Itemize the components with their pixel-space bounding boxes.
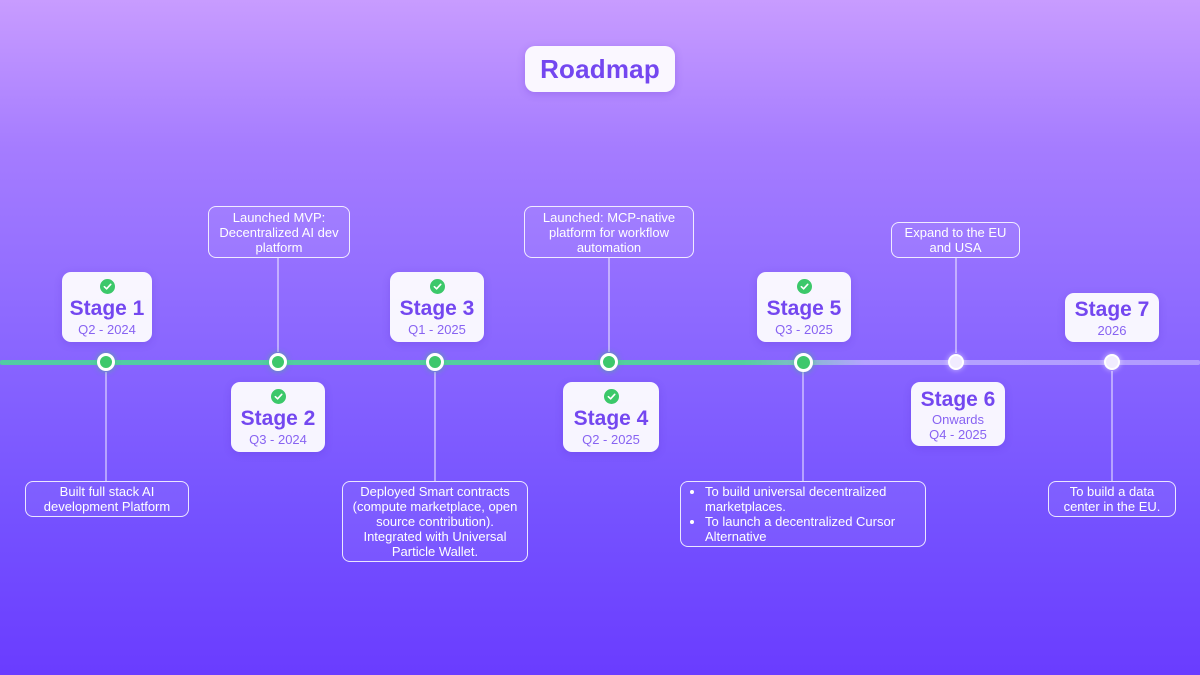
stage-note-stage-2: Launched MVP: Decentralized AI dev platf… [208,206,350,258]
stage-name: Stage 5 [766,296,842,320]
stage-card-stage-6: Stage 6 Onwards Q4 - 2025 [911,382,1005,446]
stage-note-stage-7: To build a data center in the EU. [1048,481,1176,517]
list-item: To build universal decentralized marketp… [705,484,917,514]
timeline-node-stage-2 [269,353,287,371]
stage-card-stage-2: Stage 2 Q3 - 2024 [231,382,325,452]
stage-date: Q3 - 2024 [249,431,307,447]
stage-date: Q3 - 2025 [775,321,833,337]
stage-name: Stage 1 [69,296,145,320]
check-circle-icon [270,388,286,404]
timeline-node-stage-3 [426,353,444,371]
stage-date: Q4 - 2025 [929,427,987,442]
stage-note-stage-1: Built full stack AI development Platform [25,481,189,517]
stage-note-stage-6: Expand to the EU and USA [891,222,1020,258]
stage-name: Stage 6 [920,388,996,411]
stage-date: Q1 - 2025 [408,321,466,337]
stage-date: Q2 - 2025 [582,431,640,447]
stage-date: Onwards [931,412,985,427]
stage-card-stage-7: Stage 7 2026 [1065,293,1159,342]
stage-note-stage-3: Deployed Smart contracts (compute market… [342,481,528,562]
stage-card-stage-3: Stage 3 Q1 - 2025 [390,272,484,342]
stage-card-stage-5: Stage 5 Q3 - 2025 [757,272,851,342]
stage-note-stage-4: Launched: MCP-native platform for workfl… [524,206,694,258]
check-circle-icon [603,388,619,404]
check-circle-icon [796,278,812,294]
check-circle-icon [99,278,115,294]
stage-5-list: To build universal decentralized marketp… [689,484,917,544]
timeline-node-stage-6 [948,354,964,370]
connector-lines [105,258,1113,481]
stage-name: Stage 7 [1074,298,1150,321]
timeline-node-stage-1 [97,353,115,371]
stage-card-stage-1: Stage 1 Q2 - 2024 [62,272,152,342]
stage-date: Q2 - 2024 [78,321,136,337]
stage-name: Stage 4 [573,406,649,430]
stage-date: 2026 [1097,323,1127,338]
page-title: Roadmap [525,46,675,92]
stage-name: Stage 2 [240,406,316,430]
list-item: To launch a decentralized Cursor Alterna… [705,514,917,544]
check-circle-icon [429,278,445,294]
stage-name: Stage 3 [399,296,475,320]
stage-note-stage-5: To build universal decentralized marketp… [680,481,926,547]
stage-card-stage-4: Stage 4 Q2 - 2025 [563,382,659,452]
timeline-node-stage-4 [600,353,618,371]
timeline-node-stage-5 [794,353,813,372]
timeline-node-stage-7 [1104,354,1120,370]
